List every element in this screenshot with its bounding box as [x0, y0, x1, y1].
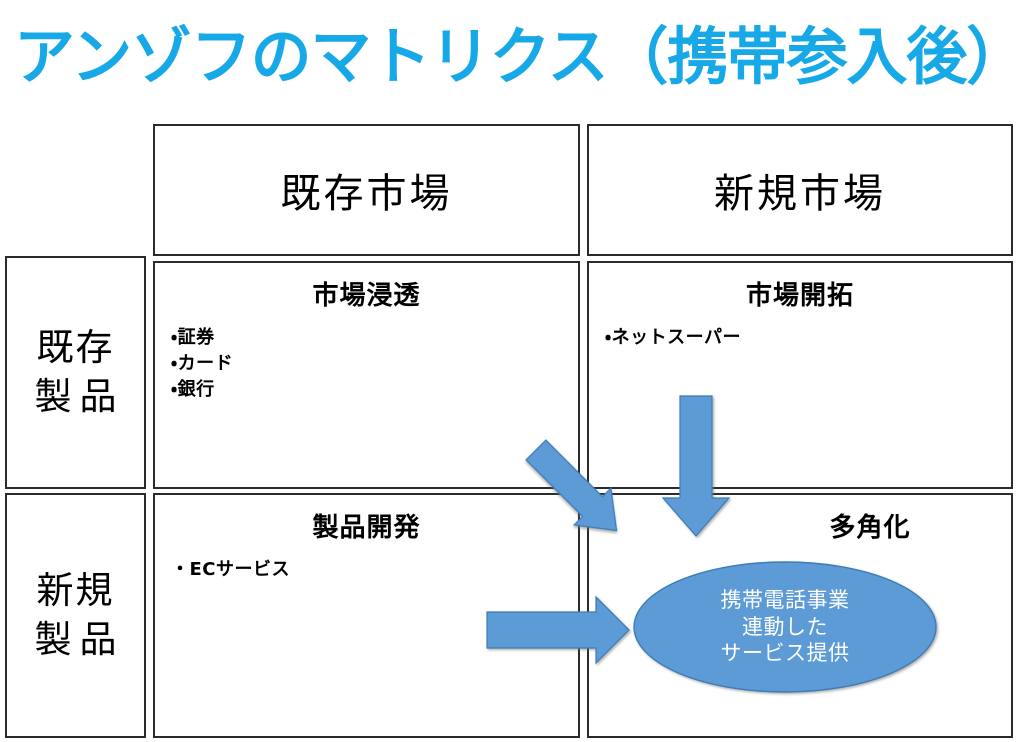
callout-line-1: 携帯電話事業 [720, 587, 850, 612]
row-header-label: 既存 製品 [27, 324, 125, 420]
callout-ellipse: 携帯電話事業 連動した サービス提供 [634, 562, 936, 692]
column-header-label: 既存市場 [280, 171, 453, 217]
quadrant-product-development: 製品開発 ・ECサービス [153, 493, 580, 738]
list-item: ・証券 [171, 327, 215, 348]
quadrant-title: 多角化 [829, 513, 911, 543]
callout-text: 携帯電話事業 連動した サービス提供 [634, 562, 936, 692]
quadrant-title: 市場浸透 [312, 281, 421, 311]
callout-line-2: 連動した [742, 614, 828, 639]
quadrant-market-development: 市場開拓 ・ネットスーパー [587, 261, 1013, 489]
page-title: アンゾフのマトリクス（携帯参入後） [13, 20, 1024, 93]
quadrant-bullet-list: ・ECサービス [171, 557, 290, 583]
quadrant-bullet-list: ・証券 ・カード ・銀行 [171, 325, 233, 403]
quadrant-title: 製品開発 [312, 513, 421, 543]
list-item: ・カード [171, 353, 234, 375]
list-item: ・ネットスーパー [605, 327, 741, 348]
row-header-new-product: 新規 製品 [5, 493, 146, 738]
callout-line-3: サービス提供 [720, 641, 850, 666]
row-header-label: 新規 製品 [27, 567, 125, 663]
row-header-line2: 製品 [34, 617, 125, 661]
column-header-existing-market: 既存市場 [153, 124, 580, 256]
list-item: ・銀行 [171, 379, 215, 401]
column-header-label: 新規市場 [714, 171, 886, 217]
row-header-line1: 既存 [36, 326, 115, 370]
row-header-line2: 製品 [34, 374, 125, 418]
quadrant-bullet-list: ・ネットスーパー [605, 325, 741, 351]
row-header-existing-product: 既存 製品 [5, 256, 146, 489]
quadrant-market-penetration: 市場浸透 ・証券 ・カード ・銀行 [153, 261, 580, 489]
list-item: ・ECサービス [171, 559, 291, 580]
row-header-line1: 新規 [36, 569, 115, 613]
quadrant-title: 市場開拓 [745, 281, 854, 311]
column-header-new-market: 新規市場 [587, 124, 1013, 256]
